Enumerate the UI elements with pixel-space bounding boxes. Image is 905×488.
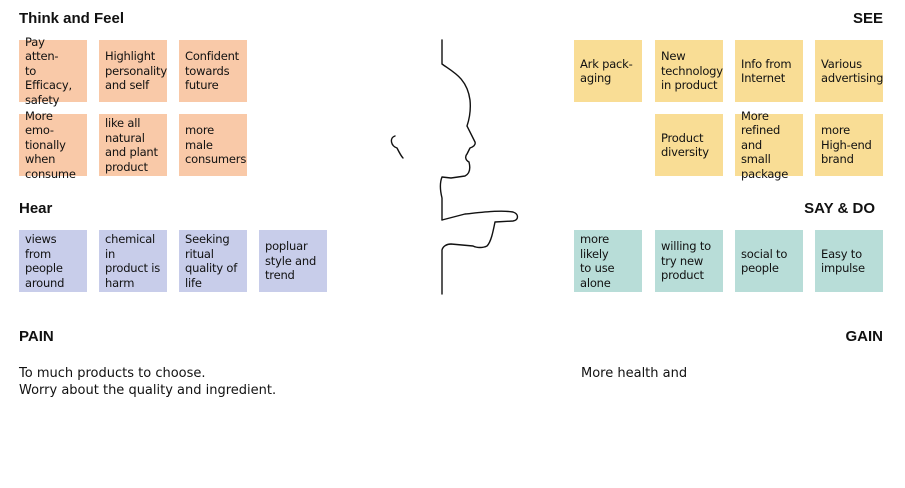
pain-heading: PAIN: [19, 328, 54, 345]
see-heading: SEE: [852, 10, 883, 27]
gain-heading: GAIN: [845, 328, 884, 345]
sticky-note: Ark pack-aging: [574, 40, 642, 102]
note-text: Ark pack-aging: [580, 56, 633, 86]
pain-line: To much products to choose.: [19, 366, 206, 381]
pain-line: Worry about the quality and ingredient.: [19, 383, 277, 398]
say-do-heading: SAY & DO: [804, 200, 875, 217]
think-feel-heading: Think and Feel: [19, 10, 125, 27]
hear-heading: Hear: [19, 200, 53, 217]
human-profile-icon: [390, 39, 519, 295]
gain-line: More health and: [581, 366, 688, 381]
